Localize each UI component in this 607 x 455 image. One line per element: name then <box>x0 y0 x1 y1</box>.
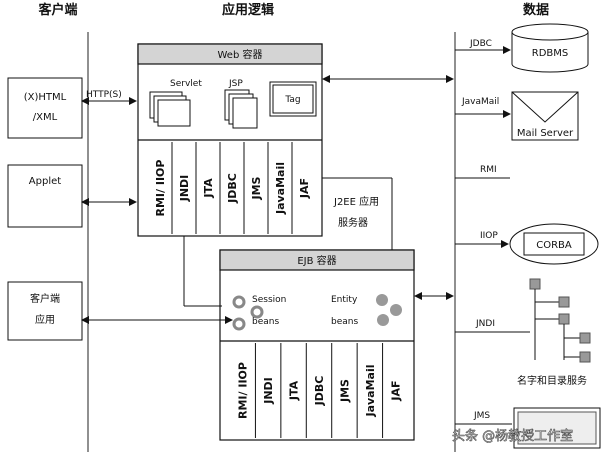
entity-label-2: beans <box>331 317 358 327</box>
entity-beans-icon <box>376 294 402 326</box>
client-applet-box: Applet <box>7 164 83 228</box>
jdbc-label: JDBC <box>469 39 492 49</box>
naming-service-label: 名字和目录服务 <box>517 374 587 387</box>
servlet-icon <box>149 91 191 127</box>
ejb-api-jms: JMS <box>338 379 351 403</box>
rdbms-cylinder: RDBMS <box>511 23 589 73</box>
session-label-2: beans <box>252 317 279 327</box>
ejb-container-title: EJB 容器 <box>297 254 336 267</box>
web-api-jaf: JAF <box>298 178 311 199</box>
web-container: Web 容器 Servlet JSP Tag RMI/ IIOP JNDI JTA J… <box>137 43 323 237</box>
session-label-1: Session <box>252 295 286 305</box>
ejb-api-jndi: JNDI <box>262 377 275 405</box>
web-container-title: Web 容器 <box>218 48 263 61</box>
jndi-label: JNDI <box>475 319 495 329</box>
javamail-label: JavaMail <box>461 97 499 107</box>
svg-text:客户端: 客户端 <box>30 292 60 305</box>
ejb-api-rmi-iiop: RMI/ IIOP <box>237 362 250 419</box>
j2ee-server-label-1: J2EE 应用 <box>333 195 379 208</box>
ejb-api-javamail: JavaMail <box>364 364 377 417</box>
ejb-api-jdbc: JDBC <box>313 376 326 407</box>
web-api-jdbc: JDBC <box>226 173 239 204</box>
servlet-label: Servlet <box>170 79 202 89</box>
header-data: 数据 <box>523 2 549 18</box>
ejb-api-jta: JTA <box>288 380 301 401</box>
jms-label: JMS <box>473 411 490 421</box>
web-api-jms: JMS <box>250 176 263 200</box>
web-api-javamail: JavaMail <box>274 162 287 215</box>
jsp-icon <box>224 89 258 129</box>
ejb-api-jaf: JAF <box>389 380 402 401</box>
watermark: 头条 @杨教授工作室 <box>452 428 573 444</box>
tag-box: Tag <box>269 81 317 117</box>
web-api-jndi: JNDI <box>178 175 191 203</box>
web-api-strip: RMI/ IIOP JNDI JTA JDBC JMS JavaMail JAF <box>154 142 311 234</box>
mail-server-icon: Mail Server <box>511 91 579 141</box>
jms-queue-icon <box>513 407 601 449</box>
jsp-label: JSP <box>228 79 243 89</box>
ejb-api-strip: RMI/ IIOP JNDI JTA JDBC JMS JavaMail JAF <box>237 343 402 438</box>
client-app-box: 客户端 应用 <box>7 281 83 341</box>
svg-text:Tag: Tag <box>284 95 300 105</box>
web-api-jta: JTA <box>202 178 215 199</box>
svg-text:应用: 应用 <box>35 313 55 326</box>
j2ee-server-label-2: 服务器 <box>338 216 368 229</box>
iiop-label: IIOP <box>480 231 498 241</box>
entity-label-1: Entity <box>331 295 358 305</box>
header-logic: 应用逻辑 <box>222 2 274 18</box>
svg-text:Applet: Applet <box>29 176 61 187</box>
header-client: 客户端 <box>38 2 77 18</box>
svg-text:CORBA: CORBA <box>536 240 572 251</box>
web-api-rmi-iiop: RMI/ IIOP <box>154 160 167 217</box>
corba-icon: CORBA <box>509 223 599 265</box>
naming-tree-icon <box>529 278 591 363</box>
svg-text:RDBMS: RDBMS <box>532 48 568 59</box>
svg-text:Mail Server: Mail Server <box>517 128 574 139</box>
http-label: HTTP(S) <box>86 90 122 100</box>
svg-text:(X)HTML: (X)HTML <box>24 92 67 103</box>
client-html-box: (X)HTML /XML <box>7 77 83 139</box>
rmi-label: RMI <box>480 165 497 175</box>
ejb-container: EJB 容器 Session beans Entity beans RMI/ I… <box>219 249 415 441</box>
svg-text:/XML: /XML <box>33 112 58 123</box>
session-beans-icon <box>232 295 264 331</box>
